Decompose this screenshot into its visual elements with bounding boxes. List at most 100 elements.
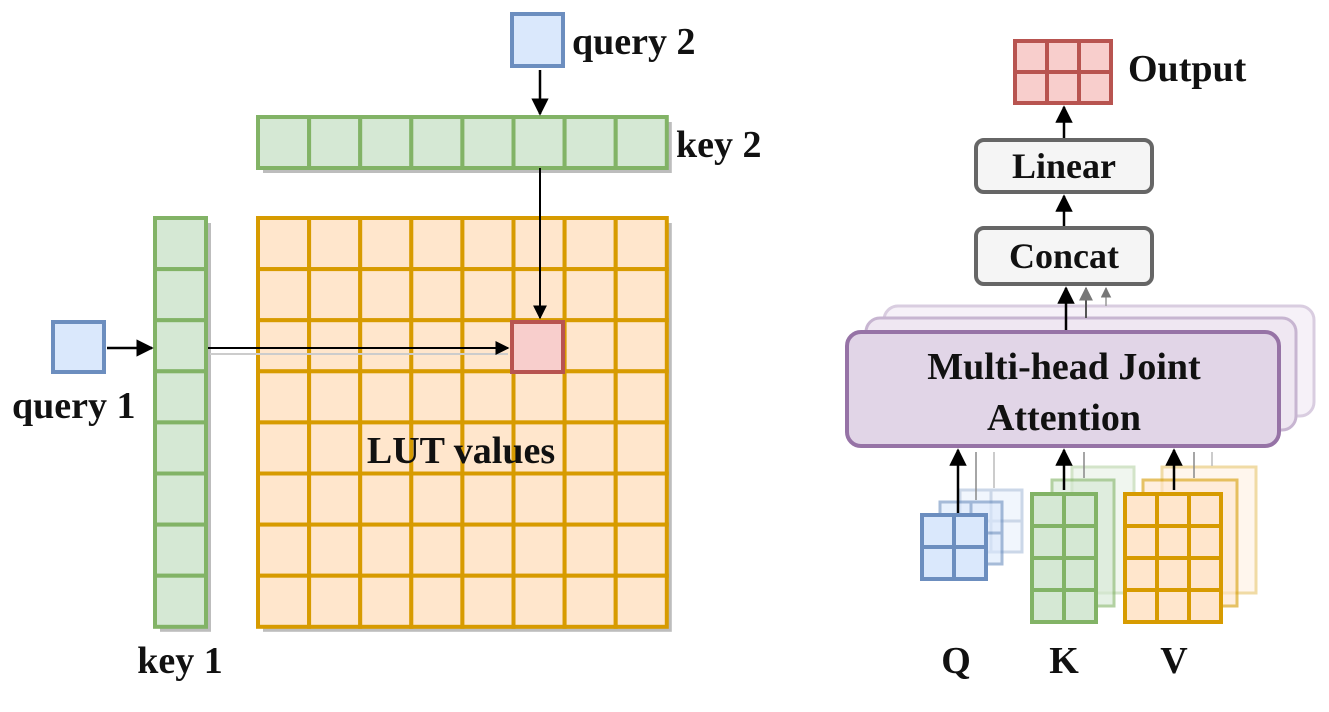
v-label: V	[1160, 640, 1188, 682]
lut-panel: query 2 key 2 query 1 key 1 LUT values	[12, 12, 762, 682]
linear-box	[974, 138, 1154, 194]
v-cell	[1187, 492, 1223, 528]
concat-box	[974, 226, 1154, 286]
key2-label: key 2	[676, 124, 762, 166]
key1-cell	[153, 471, 208, 527]
lut-grid	[256, 216, 672, 632]
selected-lut-cell	[510, 320, 565, 374]
lut-cell	[562, 573, 618, 629]
key1-cell	[153, 573, 208, 629]
lut-cell	[307, 420, 363, 476]
lut-cell	[562, 318, 618, 374]
lut-cell	[256, 471, 312, 527]
lut-cell	[358, 369, 414, 425]
linear-label: Linear	[1012, 146, 1116, 186]
lut-cell	[409, 573, 465, 629]
lut-cell	[256, 318, 312, 374]
q-matrix-stack	[920, 488, 1024, 581]
key2-cell	[409, 115, 465, 170]
lut-cell	[256, 522, 312, 578]
output-label: Output	[1128, 48, 1247, 90]
key2-cell	[613, 115, 669, 170]
v-cell	[1155, 492, 1191, 528]
lut-cell	[460, 522, 516, 578]
lut-cell	[358, 216, 414, 272]
lut-cell	[409, 471, 465, 527]
k-matrix-stack	[1030, 465, 1136, 624]
lut-cell	[409, 318, 465, 374]
k-cell	[1030, 556, 1066, 592]
lut-cell	[256, 369, 312, 425]
lut-cell	[562, 267, 618, 323]
concat-label: Concat	[1009, 236, 1119, 276]
k-cell	[1030, 588, 1066, 624]
lut-cell	[358, 573, 414, 629]
lut-cell	[511, 471, 567, 527]
key1-cell	[153, 267, 208, 323]
lut-cell	[409, 522, 465, 578]
lut-cell	[460, 369, 516, 425]
lut-cell	[307, 522, 363, 578]
lut-cell	[613, 522, 669, 578]
lut-cell	[460, 471, 516, 527]
key1-cell	[153, 318, 208, 374]
lut-cell	[256, 216, 312, 272]
v-matrix-stack	[1123, 465, 1258, 624]
key2-cell	[562, 115, 618, 170]
lut-cell	[460, 318, 516, 374]
lut-cell	[256, 267, 312, 323]
lut-cell	[562, 471, 618, 527]
lut-cell	[256, 573, 312, 629]
lut-cell	[358, 267, 414, 323]
lut-cell	[409, 369, 465, 425]
q-label: Q	[941, 640, 971, 682]
lut-cell	[460, 267, 516, 323]
attention-label-line2: Attention	[987, 397, 1141, 439]
v-cell	[1187, 524, 1223, 560]
v-cell	[1123, 524, 1159, 560]
lut-cell	[511, 369, 567, 425]
k-label: K	[1049, 640, 1079, 682]
key1-cell	[153, 369, 208, 425]
key2-cell	[460, 115, 516, 170]
lut-cell	[256, 420, 312, 476]
key2-cell	[511, 115, 567, 170]
lut-cell	[613, 267, 669, 323]
lut-cell	[613, 318, 669, 374]
lut-cell	[307, 267, 363, 323]
query2-square	[510, 12, 565, 68]
query1-label: query 1	[12, 385, 136, 427]
v-cell	[1155, 524, 1191, 560]
key2-cell	[307, 115, 363, 170]
v-cell	[1123, 492, 1159, 528]
k-cell	[1062, 524, 1098, 560]
lut-cell	[409, 267, 465, 323]
query1-square	[51, 320, 106, 374]
lut-cell	[460, 216, 516, 272]
v-cell	[1187, 588, 1223, 624]
key1-vector	[153, 216, 211, 632]
lut-cell	[613, 369, 669, 425]
lut-cell	[358, 471, 414, 527]
output-matrix	[1013, 39, 1113, 105]
v-cell	[1123, 588, 1159, 624]
lut-values-label: LUT values	[367, 430, 555, 472]
k-cell	[1062, 588, 1098, 624]
lut-cell	[358, 522, 414, 578]
lut-cell	[562, 522, 618, 578]
k-cell	[1062, 556, 1098, 592]
lut-cell	[562, 369, 618, 425]
lut-cell	[613, 573, 669, 629]
v-cell	[1155, 588, 1191, 624]
k-cell	[1062, 492, 1098, 528]
lut-cell	[460, 573, 516, 629]
attention-panel: Output Linear Concat Multi-head Joint At…	[845, 39, 1316, 682]
v-cell	[1123, 556, 1159, 592]
lut-cell	[613, 216, 669, 272]
lut-cell	[409, 216, 465, 272]
k-cell	[1030, 492, 1066, 528]
v-cell	[1155, 556, 1191, 592]
k-cell	[1030, 524, 1066, 560]
attention-box	[845, 330, 1281, 448]
lut-cell	[307, 369, 363, 425]
